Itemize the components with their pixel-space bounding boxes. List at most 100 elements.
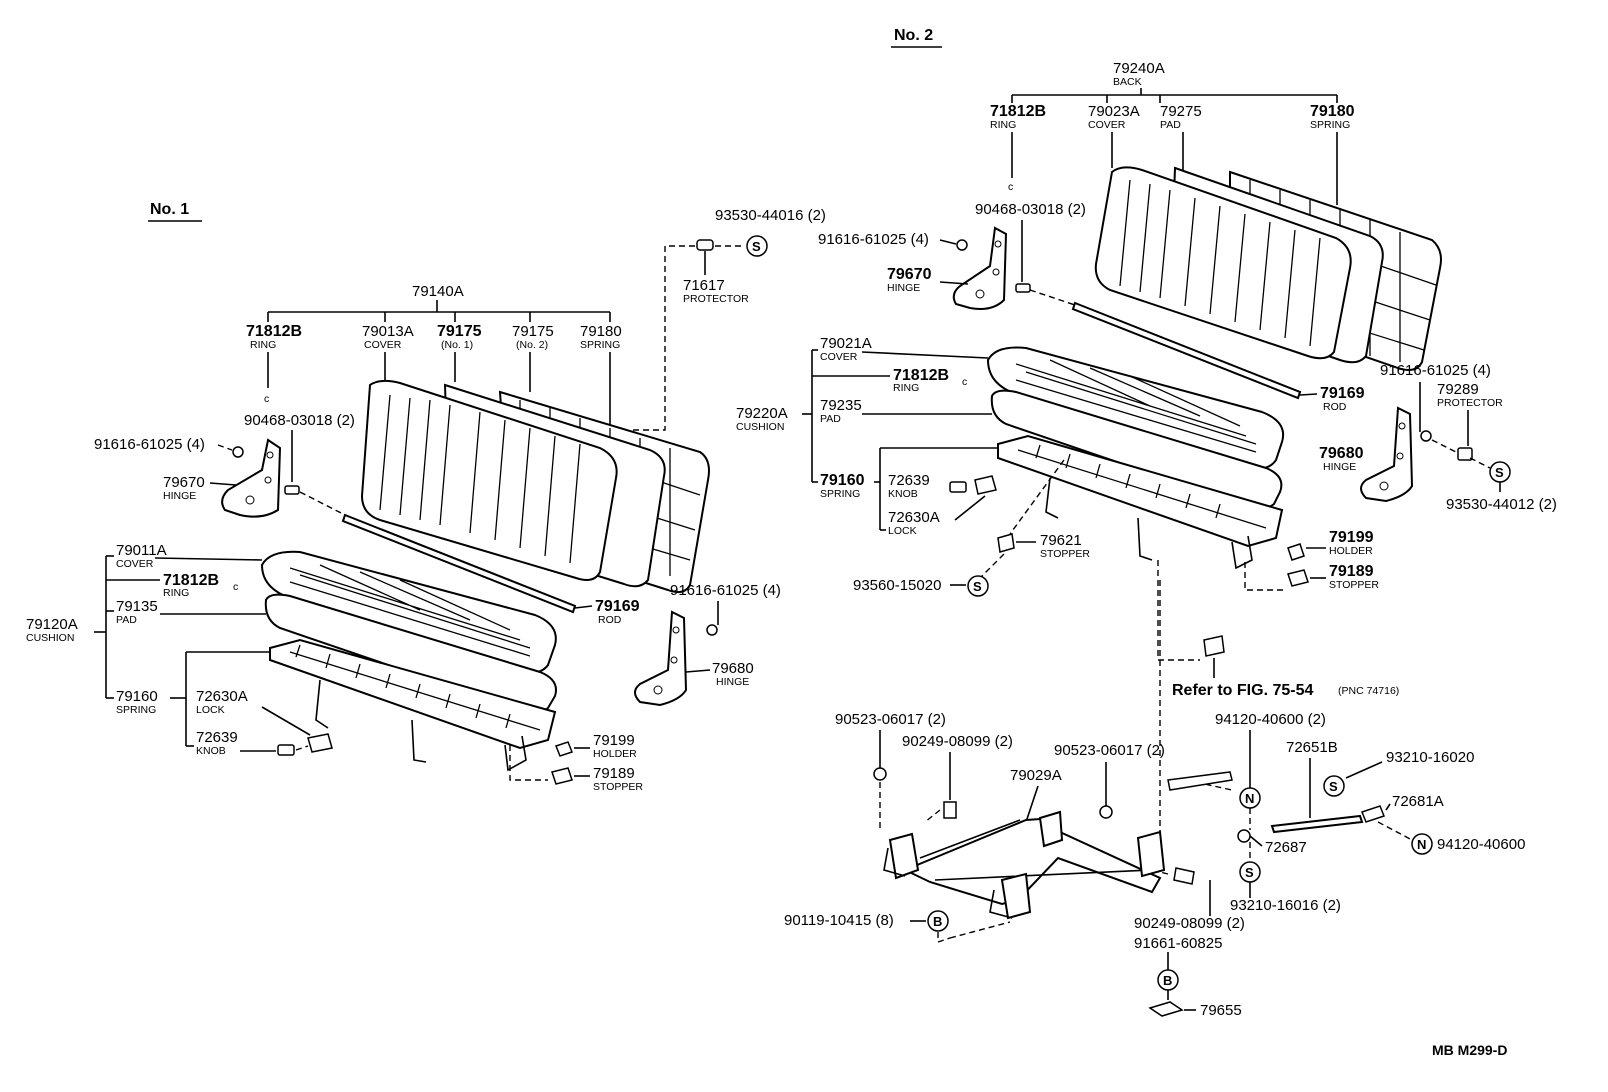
no2-cover-pn: 79023A — [1088, 103, 1140, 120]
no2-bolt-pn: 90468-03018 (2) — [975, 201, 1086, 218]
no1-cushion-pad-label: PAD — [116, 614, 137, 626]
no1-protector-screw: 93530-44016 (2) — [715, 207, 826, 224]
no1-bolt-pn: 90468-03018 (2) — [244, 412, 355, 429]
no1-cushion-spring-pn: 79160 — [116, 688, 158, 705]
no2-rod-pn: 79169 — [1320, 385, 1365, 402]
no2-hinge-l-pn: 79670 — [887, 266, 932, 283]
no2-cushion-cover-pn: 79021A — [820, 335, 872, 352]
no2-cushion-cover-label: COVER — [820, 351, 858, 363]
svg-text:c: c — [233, 581, 238, 593]
no2-pad-label: PAD — [1160, 119, 1181, 131]
no1-knob-label: KNOB — [196, 745, 226, 757]
no1-protector-label: PROTECTOR — [683, 293, 749, 305]
section-no2: No. 2 79240A BACK 71812B RING c 79023A C… — [736, 27, 1557, 699]
no2-ring-label: RING — [990, 119, 1016, 131]
no1-ring-pn: 71812B — [246, 323, 302, 340]
frame-rod-pn: 72651B — [1286, 739, 1338, 756]
frame-pn: 79029A — [1010, 767, 1062, 784]
no1-rod-label: ROD — [598, 614, 622, 626]
no2-stopper1-screw: 93560-15020 — [853, 577, 941, 594]
no1-knob-pn: 72639 — [196, 729, 238, 746]
no2-protector-screw: 93530-44012 (2) — [1446, 496, 1557, 513]
no2-hinge-r-bolt-pn: 91616-61025 (4) — [1380, 362, 1491, 379]
no2-holder-label: HOLDER — [1329, 545, 1373, 557]
no1-cushion-cover-pn: 79011A — [116, 542, 167, 559]
no2-refer-pnc: (PNC 74716) — [1338, 685, 1399, 697]
no1-cushion-ring-pn: 71812B — [163, 572, 219, 589]
no1-hinge-r-bolt-pn: 91616-61025 (4) — [670, 582, 781, 599]
svg-text:c: c — [1008, 181, 1013, 193]
no1-hinge-l-label: HINGE — [163, 490, 196, 502]
no2-cushion-pad-pn: 79235 — [820, 397, 862, 414]
no1-title: No. 1 — [150, 201, 189, 218]
no2-cushion-ring-label: RING — [893, 382, 919, 394]
no2-stopper-label: STOPPER — [1329, 579, 1379, 591]
no2-title: No. 2 — [894, 27, 933, 44]
no1-cushion-ring-label: RING — [163, 587, 189, 599]
no1-stopper-pn: 79189 — [593, 765, 635, 782]
frame-bolt3: 90119-10415 (8) — [784, 912, 894, 929]
s-mark: S — [1329, 779, 1338, 794]
s-mark: S — [752, 239, 761, 254]
s-mark: S — [1495, 465, 1504, 480]
frame-bolt1: 90249-08099 (2) — [902, 733, 1013, 750]
n-mark: N — [1245, 791, 1254, 806]
section-frame: 90523-06017 (2) 90249-08099 (2) 79029A 9… — [784, 580, 1525, 1019]
frame-bolt2: 90249-08099 (2) — [1134, 915, 1245, 932]
frame-pin3: 93210-16016 (2) — [1230, 897, 1341, 914]
no2-rod-label: ROD — [1323, 401, 1347, 413]
no2-back-label: BACK — [1113, 76, 1142, 88]
no2-protector-label: PROTECTOR — [1437, 397, 1503, 409]
no2-cover-label: COVER — [1088, 119, 1126, 131]
no1-spring-pn: 79180 — [580, 323, 622, 340]
no1-holder-pn: 79199 — [593, 732, 635, 749]
no2-protector-pn: 79289 — [1437, 381, 1479, 398]
frame-screw: 91661-60825 — [1134, 935, 1222, 952]
no1-cushion-pad-pn: 79135 — [116, 598, 158, 615]
no1-hinge-l-pn: 79670 — [163, 474, 205, 491]
section-no1: No. 1 79140A 71812B RING c 79013A COVER … — [26, 201, 826, 793]
no1-cushion-spring-label: SPRING — [116, 704, 156, 716]
no2-back-assy-pn: 79240A — [1113, 60, 1165, 77]
no1-lock-pn: 72630A — [196, 688, 248, 705]
no2-stopper-pn: 79189 — [1329, 563, 1374, 580]
no1-pad2-label: (No. 2) — [516, 339, 548, 351]
svg-text:c: c — [264, 393, 269, 405]
no2-spring-pn: 79180 — [1310, 103, 1355, 120]
no2-pad-pn: 79275 — [1160, 103, 1202, 120]
no1-stopper-label: STOPPER — [593, 781, 643, 793]
no1-back-assy-pn: 79140A — [412, 283, 464, 300]
no1-cushion-cover-label: COVER — [116, 558, 154, 570]
no1-ring-label: RING — [250, 339, 276, 351]
no2-hinge-r-pn: 79680 — [1319, 445, 1364, 462]
no2-ring-pn: 71812B — [990, 103, 1046, 120]
no1-protector-pn: 71617 — [683, 277, 725, 294]
frame-nut1: 90523-06017 (2) — [835, 711, 946, 728]
no2-cushion-spring-label: SPRING — [820, 488, 860, 500]
no1-hinge-r-label: HINGE — [716, 676, 749, 688]
no2-cushion-assy-pn: 79220A — [736, 405, 788, 422]
frame-lever-pn: 72681A — [1392, 793, 1444, 810]
no1-cushion-assy-label: CUSHION — [26, 632, 74, 644]
no2-hinge-r-label: HINGE — [1323, 461, 1356, 473]
no1-pad1-label: (No. 1) — [441, 339, 473, 351]
frame-pin1: 93210-16020 — [1386, 749, 1474, 766]
b-mark: B — [933, 914, 942, 929]
svg-text:c: c — [962, 376, 967, 388]
no1-pad2-pn: 79175 — [512, 323, 554, 340]
no2-hinge-bolt-pn: 91616-61025 (4) — [818, 231, 929, 248]
s-mark: S — [973, 579, 982, 594]
n-mark: N — [1417, 837, 1426, 852]
no2-refer-text: Refer to FIG. 75-54 — [1172, 682, 1313, 699]
no1-pad1-pn: 79175 — [437, 323, 482, 340]
no1-cushion-assy-pn: 79120A — [26, 616, 78, 633]
no1-lock-label: LOCK — [196, 704, 225, 716]
no1-hinge-r-pn: 79680 — [712, 660, 754, 677]
s-mark: S — [1245, 865, 1254, 880]
no2-stopper1-pn: 79621 — [1040, 532, 1082, 549]
b-mark: B — [1163, 973, 1172, 988]
no2-stopper1-label: STOPPER — [1040, 548, 1090, 560]
no2-knob-pn: 72639 — [888, 472, 930, 489]
no1-cover-pn: 79013A — [362, 323, 414, 340]
